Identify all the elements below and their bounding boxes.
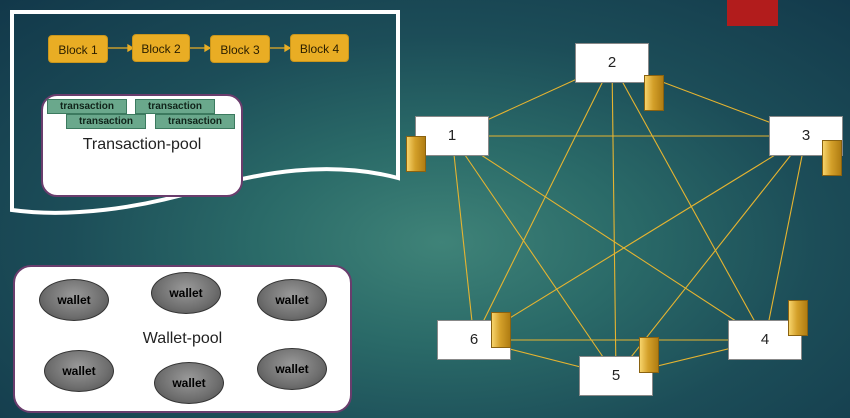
ledger-icon bbox=[822, 140, 842, 176]
ledger-icon bbox=[639, 337, 659, 373]
ledger-icon bbox=[644, 75, 664, 111]
edge-2-5 bbox=[611, 62, 617, 377]
block-1: Block 1 bbox=[48, 35, 108, 63]
wallet: wallet bbox=[44, 350, 114, 392]
edge-2-6 bbox=[473, 62, 613, 341]
accent-red-box bbox=[727, 0, 778, 26]
edge-1-6 bbox=[451, 135, 475, 341]
wallet-pool-label: Wallet-pool bbox=[142, 330, 223, 347]
transaction-pool: transaction transaction transaction tran… bbox=[41, 94, 243, 197]
block-2: Block 2 bbox=[132, 34, 190, 62]
transaction-item: transaction bbox=[155, 114, 235, 129]
wallet: wallet bbox=[257, 279, 327, 321]
edge-3-5 bbox=[615, 135, 807, 377]
block-3: Block 3 bbox=[210, 35, 270, 63]
ledger-icon bbox=[788, 300, 808, 336]
network-node-4: 4 bbox=[728, 320, 802, 360]
edge-2-4 bbox=[611, 62, 766, 341]
network-node-1: 1 bbox=[415, 116, 489, 156]
wallet-pool: wallet wallet wallet Wallet-pool wallet … bbox=[13, 265, 352, 413]
edge-1-5 bbox=[451, 135, 617, 377]
ledger-icon bbox=[491, 312, 511, 348]
wallet: wallet bbox=[151, 272, 221, 314]
edge-3-6 bbox=[473, 135, 807, 341]
transaction-item: transaction bbox=[47, 99, 127, 114]
transaction-pool-label: Transaction-pool bbox=[82, 136, 202, 153]
transaction-item: transaction bbox=[135, 99, 215, 114]
wallet: wallet bbox=[154, 362, 224, 404]
edge-1-4 bbox=[451, 135, 766, 341]
network-node-3: 3 bbox=[769, 116, 843, 156]
block-4: Block 4 bbox=[290, 34, 349, 62]
wallet: wallet bbox=[257, 348, 327, 390]
network-node-2: 2 bbox=[575, 43, 649, 83]
wallet: wallet bbox=[39, 279, 109, 321]
edge-3-4 bbox=[764, 135, 807, 341]
transaction-item: transaction bbox=[66, 114, 146, 129]
ledger-icon bbox=[406, 136, 426, 172]
